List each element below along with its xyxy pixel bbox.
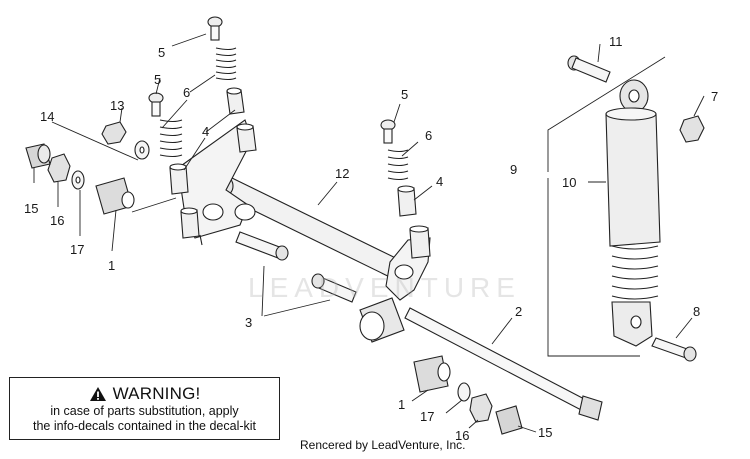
- callout-5: 5: [154, 72, 161, 87]
- callout-7: 7: [711, 89, 718, 104]
- callout-6: 6: [183, 85, 190, 100]
- shock-absorber-part: [605, 79, 661, 347]
- callout-16: 16: [455, 428, 469, 443]
- callout-15: 15: [24, 201, 38, 216]
- leader-lines: [33, 33, 705, 433]
- pin-part: [148, 16, 396, 144]
- callout-1: 1: [108, 258, 115, 273]
- callout-9: 9: [510, 162, 517, 177]
- callout-8: 8: [693, 304, 700, 319]
- warning-text-line-2: the info-decals contained in the decal-k…: [32, 419, 257, 433]
- callout-1: 1: [398, 397, 405, 412]
- spring-part: [159, 47, 409, 181]
- cap-part: [495, 405, 523, 435]
- callout-11: 11: [609, 34, 623, 49]
- bushing-part: [169, 87, 257, 239]
- callout-4: 4: [436, 174, 443, 189]
- warning-title: WARNING!: [112, 384, 201, 403]
- silentblock-part: [413, 355, 451, 393]
- callout-10: 10: [562, 175, 576, 190]
- footer-credit: Rencered by LeadVenture, Inc.: [300, 438, 466, 452]
- washer-part: [71, 170, 85, 190]
- left-bracket-part: [177, 119, 256, 246]
- long-bolt-part: [404, 307, 603, 421]
- callout-4: 4: [202, 124, 209, 139]
- nut-part: [47, 153, 71, 183]
- warning-triangle-icon: [89, 387, 106, 401]
- callout-6: 6: [425, 128, 432, 143]
- callout-5: 5: [401, 87, 408, 102]
- callout-12: 12: [335, 166, 349, 181]
- bushing-part: [397, 185, 431, 259]
- callout-14: 14: [40, 109, 54, 124]
- pivot-housing-part: [359, 297, 405, 343]
- callout-16: 16: [50, 213, 64, 228]
- callout-13: 13: [110, 98, 124, 113]
- callout-3: 3: [245, 315, 252, 330]
- nut-part: [469, 393, 493, 423]
- bolt-part: [235, 231, 357, 303]
- callout-15: 15: [538, 425, 552, 440]
- warning-notice: WARNING! in case of parts substitution, …: [9, 377, 280, 440]
- callout-17: 17: [420, 409, 434, 424]
- nut-part: [101, 121, 127, 145]
- callout-labels: 1 1 2 3 4 4 5 5 5 6 6 7 8 9 10 11 12 13 …: [24, 34, 718, 443]
- callout-2: 2: [515, 304, 522, 319]
- watermark: LEADVENTURE: [248, 272, 521, 303]
- silentblock-part: [95, 177, 135, 215]
- cap-part: [25, 143, 51, 169]
- washer-part: [134, 140, 150, 160]
- callout-17: 17: [70, 242, 84, 257]
- warning-heading: WARNING!: [10, 384, 279, 404]
- shock-bolt-part: [567, 55, 697, 362]
- warning-text-line-1: in case of parts substitution, apply: [50, 404, 239, 418]
- callout-5: 5: [158, 45, 165, 60]
- cross-tube-part: [218, 176, 413, 283]
- nut-part: [679, 115, 705, 143]
- washer-part: [457, 382, 471, 402]
